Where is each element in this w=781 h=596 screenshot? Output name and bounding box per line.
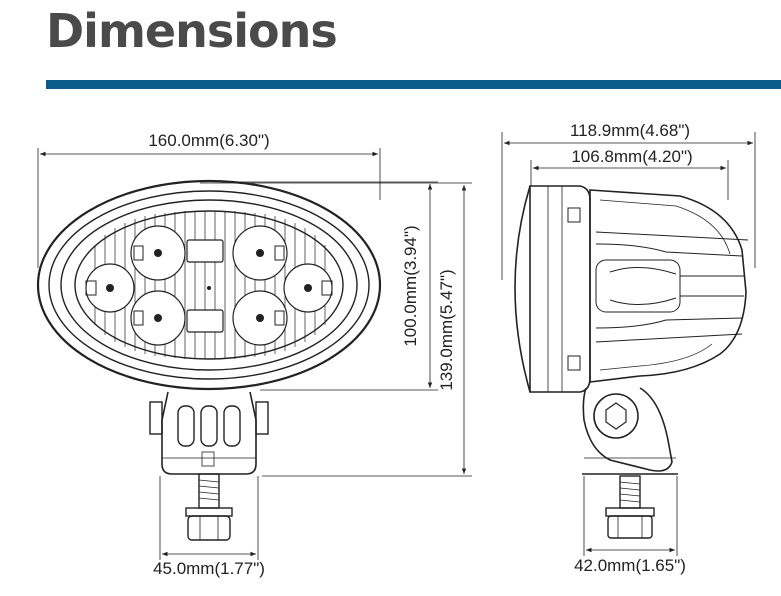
front-outer-bezel: [36, 179, 382, 391]
side-lens-dome: [514, 185, 531, 393]
led-clips: [85, 245, 333, 326]
side-depth-label: 118.9mm(4.68"): [570, 121, 690, 140]
front-lens-rim: [60, 199, 358, 371]
lens-height-label: 100.0mm(3.94"): [401, 225, 420, 346]
front-view: [36, 148, 472, 560]
side-mount-bolt: [605, 475, 655, 539]
front-mount-bracket: [161, 391, 257, 475]
side-cooling-fins: [595, 231, 749, 343]
title-underline: [46, 80, 781, 89]
side-pivot-bolt: [593, 393, 639, 439]
front-mount-bolt: [185, 473, 233, 541]
front-base-width-label: 45.0mm(1.77"): [153, 559, 265, 578]
side-mount-bracket: [582, 387, 673, 472]
front-lens: [74, 210, 344, 360]
side-housing-body: [589, 189, 747, 383]
front-inner-bezel: [48, 190, 370, 380]
side-housing-depth-label: 106.8mm(4.20"): [571, 147, 692, 166]
side-view: [501, 132, 756, 556]
total-height-label: 139.0mm(5.47"): [437, 269, 456, 390]
page-title: Dimensions: [46, 4, 338, 58]
front-bracket-nut-left: [149, 401, 163, 435]
front-bracket-nut-right: [255, 401, 269, 435]
side-bezel: [529, 185, 591, 393]
side-base-width-label: 42.0mm(1.65"): [574, 556, 686, 575]
led-emitters: [106, 249, 312, 322]
front-width-label: 160.0mm(6.30"): [148, 131, 269, 150]
